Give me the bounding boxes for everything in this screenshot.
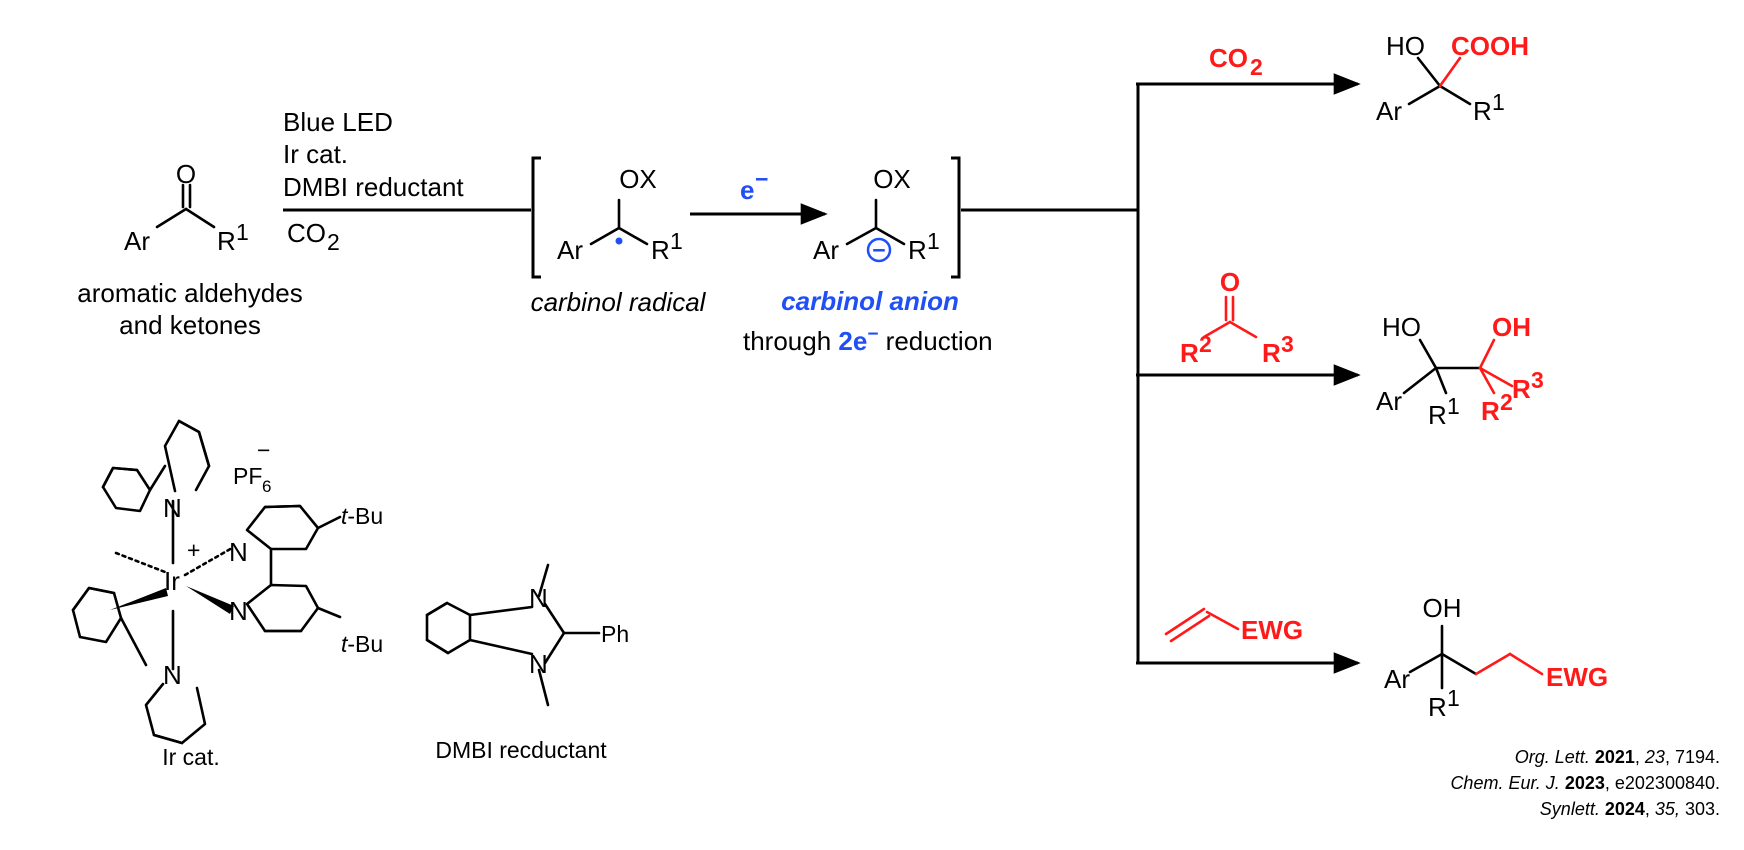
svg-text:through 2e− reduction: through 2e− reduction xyxy=(743,324,993,356)
svg-text:PF: PF xyxy=(233,463,262,489)
reference-1: Org. Lett. 2021, 23, 7194. xyxy=(1514,747,1720,767)
anion-charge xyxy=(866,237,892,263)
ir-cat-label: Ir cat. xyxy=(162,744,220,770)
atom-ar: Ar xyxy=(557,235,583,265)
svg-text:COOH: COOH xyxy=(1451,31,1529,61)
condition-reductant: DMBI reductant xyxy=(283,172,464,202)
svg-text:R: R xyxy=(1428,692,1447,722)
svg-text:2: 2 xyxy=(1199,331,1212,357)
svg-text:3: 3 xyxy=(1531,367,1544,393)
svg-text:N: N xyxy=(163,493,182,523)
reaction-conditions: Blue LED Ir cat. DMBI reductant CO 2 xyxy=(283,107,464,255)
reagent-co2: CO 2 xyxy=(1209,43,1263,80)
svg-text:O: O xyxy=(1220,267,1240,297)
reagent-carbonyl: O R 2 R 3 xyxy=(1180,267,1294,368)
condition-light: Blue LED xyxy=(283,107,393,137)
svg-text:R: R xyxy=(1262,338,1281,368)
atom-ar: Ar xyxy=(124,226,150,256)
reference-2: Chem. Eur. J. 2023, e202300840. xyxy=(1450,773,1720,793)
atom-r-sup: 1 xyxy=(236,219,249,245)
svg-text:HO: HO xyxy=(1382,312,1421,342)
svg-text:Ar: Ar xyxy=(1376,96,1402,126)
svg-text:R: R xyxy=(1180,338,1199,368)
svg-text:1: 1 xyxy=(1447,685,1460,711)
svg-text:HO: HO xyxy=(1386,31,1425,61)
atom-o: O xyxy=(176,159,196,189)
electron-sup: − xyxy=(755,166,768,192)
reference-3: Synlett. 2024, 35, 303. xyxy=(1539,799,1720,819)
atom-ox: OX xyxy=(873,164,911,194)
atom-r: R xyxy=(217,226,236,256)
svg-text:R: R xyxy=(1512,374,1531,404)
left-bracket xyxy=(531,156,541,279)
atom-r-sup: 1 xyxy=(927,228,940,254)
product-conjugate-addition: OH Ar R 1 EWG xyxy=(1384,593,1608,722)
svg-text:1: 1 xyxy=(1492,89,1505,115)
svg-text:Ph: Ph xyxy=(601,621,629,647)
svg-text:2: 2 xyxy=(1250,54,1263,80)
svg-text:2: 2 xyxy=(1500,389,1513,415)
svg-text:N: N xyxy=(529,649,548,679)
svg-text:+: + xyxy=(187,537,200,563)
carbinol-anion: OX − Ar R 1 xyxy=(813,164,940,265)
atom-r-sup: 1 xyxy=(670,228,683,254)
condition-catalyst: Ir cat. xyxy=(283,139,348,169)
anion-label: carbinol anion xyxy=(781,286,959,316)
svg-text:t-Bu: t-Bu xyxy=(341,631,383,657)
dmbi-label: DMBI recductant xyxy=(435,737,607,763)
svg-text:OH: OH xyxy=(1492,312,1531,342)
atom-r: R xyxy=(651,235,670,265)
svg-text:Ar: Ar xyxy=(1376,386,1402,416)
svg-text:6: 6 xyxy=(262,477,271,496)
svg-text:OH: OH xyxy=(1423,593,1462,623)
product-diol: HO OH Ar R 1 R 2 R 3 xyxy=(1376,312,1544,430)
right-bracket xyxy=(951,156,961,279)
svg-text:EWG: EWG xyxy=(1241,615,1303,645)
svg-text:EWG: EWG xyxy=(1546,662,1608,692)
svg-text:3: 3 xyxy=(1281,331,1294,357)
substrate-label-1: aromatic aldehydes xyxy=(77,278,302,308)
atom-ar: Ar xyxy=(813,235,839,265)
substrate-ketone: O Ar R 1 xyxy=(124,159,249,256)
dmbi-reductant: N N Ph xyxy=(425,563,629,707)
electron-label: e xyxy=(740,175,754,205)
condition-gas-sub: 2 xyxy=(327,229,340,255)
reagent-alkene: EWG xyxy=(1164,607,1303,645)
svg-text:Ar: Ar xyxy=(1384,664,1410,694)
svg-text:N: N xyxy=(229,537,248,567)
anion-minus: − xyxy=(872,237,885,263)
svg-text:R: R xyxy=(1481,396,1500,426)
svg-text:t-Bu: t-Bu xyxy=(341,503,383,529)
atom-r: R xyxy=(908,235,927,265)
product-hydroxy-acid: HO COOH Ar R 1 xyxy=(1376,31,1529,126)
svg-text:Ir: Ir xyxy=(164,566,180,596)
svg-text:N: N xyxy=(229,596,248,626)
svg-text:R: R xyxy=(1428,400,1447,430)
radical-label: carbinol radical xyxy=(531,287,707,317)
substrate-label-2: and ketones xyxy=(119,310,261,340)
svg-text:N: N xyxy=(529,583,548,613)
reduction-caption: through 2e− reduction xyxy=(743,324,993,356)
radical-dot xyxy=(615,237,623,245)
svg-text:CO: CO xyxy=(1209,43,1248,73)
condition-gas: CO xyxy=(287,218,326,248)
atom-ox: OX xyxy=(619,164,657,194)
svg-text:−: − xyxy=(257,437,270,463)
svg-text:N: N xyxy=(163,660,182,690)
carbinol-radical: OX Ar R 1 xyxy=(557,164,683,265)
ir-catalyst: N N N N Ir + PF 6 − t-Bu t-Bu xyxy=(71,419,383,745)
svg-text:R: R xyxy=(1473,96,1492,126)
svg-text:1: 1 xyxy=(1447,393,1460,419)
